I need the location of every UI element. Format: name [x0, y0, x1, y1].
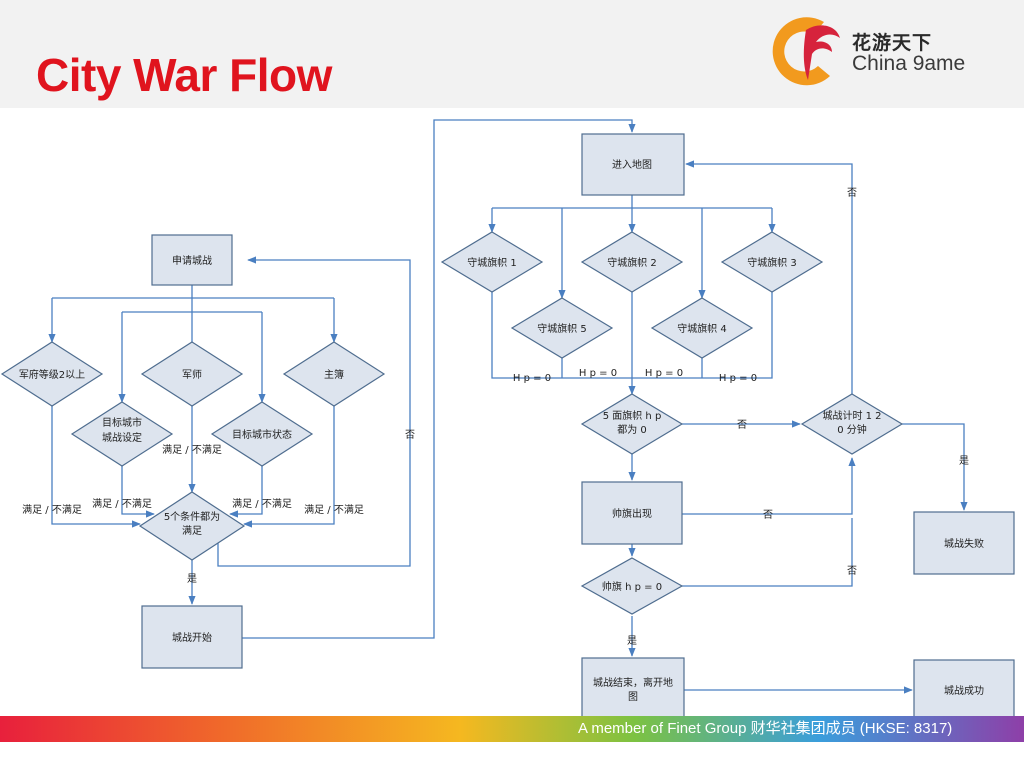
end-label-2: 图: [628, 691, 638, 703]
node-success-box: [913, 659, 1015, 718]
footer-bar: [0, 716, 1024, 742]
node-flag4-diamond: [650, 297, 754, 359]
edge-label-no-timer: 否: [737, 419, 747, 431]
node-five-conditions-diamond: [138, 491, 246, 561]
edge-label-hp0-2: H p = 0: [579, 368, 617, 379]
flag3-label: 守城旗帜 3: [747, 256, 797, 269]
commander-hp-label: 帅旗 h p = 0: [602, 580, 662, 593]
edge-label-lord: 满足 / 不满足: [304, 504, 364, 516]
flag1-label: 守城旗帜 1: [467, 256, 517, 269]
edge-label-target-setting: 满足 / 不满足: [92, 498, 152, 510]
node-texts: 申请城战 军府等级2以上 军师 主簿 目标城市 城战设定 目标城市状态 5个条件…: [19, 158, 984, 703]
node-fail-box: [913, 511, 1015, 575]
flag5-label: 守城旗帜 5: [537, 322, 587, 335]
lord-label: 主簿: [324, 368, 344, 381]
enter-map-label: 进入地图: [612, 158, 652, 171]
connectors: [48, 119, 968, 694]
start-label: 城战开始: [172, 631, 212, 644]
timer-label-1: 城战计时 1 2: [822, 409, 881, 422]
logo-mark-icon: [772, 17, 840, 86]
logo-english-text: China 9ame: [852, 52, 966, 75]
edge-label-no-commander-hp: 否: [847, 565, 857, 577]
success-label: 城战成功: [944, 685, 984, 697]
node-flag3-diamond: [720, 231, 824, 293]
node-advisor-diamond: [140, 341, 244, 407]
flag2-label: 守城旗帜 2: [607, 256, 657, 269]
target-status-label: 目标城市状态: [232, 428, 292, 441]
edge-label-rank: 满足 / 不满足: [22, 504, 82, 516]
five-conditions-label-2: 满足: [182, 525, 202, 537]
node-flag2-diamond: [580, 231, 684, 293]
apply-label: 申请城战: [172, 254, 212, 267]
target-setting-label-2: 城战设定: [102, 431, 142, 444]
fail-label: 城战失败: [944, 537, 984, 550]
node-commander-hp-diamond: [580, 557, 684, 615]
node-flag5-diamond: [510, 297, 614, 359]
edge-labels: 满足 / 不满足 满足 / 不满足 满足 / 不满足 满足 / 不满足 满足 /…: [22, 187, 969, 647]
edge-label-yes-start: 是: [187, 573, 197, 585]
edge-label-no-reenter: 否: [847, 187, 857, 199]
node-enter-map-box: [581, 133, 685, 196]
node-commander-flag-box: [581, 481, 683, 545]
node-start-box: [141, 605, 243, 669]
edge-label-hp0-1: H p = 0: [513, 373, 551, 384]
timer-label-2: 0 分钟: [837, 423, 867, 436]
flag4-label: 守城旗帜 4: [677, 322, 727, 335]
edge-label-yes-fail: 是: [959, 455, 969, 467]
footer-text: A member of Finet Group 财华社集团成员 (HKSE: 8…: [578, 720, 953, 737]
flowchart: 申请城战 军府等级2以上 军师 主簿 目标城市 城战设定 目标城市状态 5个条件…: [0, 119, 1015, 718]
china-game-logo: 花游天下 China 9ame: [758, 10, 988, 94]
edge-label-yes-end: 是: [627, 635, 637, 647]
node-apply-box: [151, 234, 233, 286]
logo-chinese-text: 花游天下: [852, 32, 933, 54]
page-title: City War Flow: [36, 49, 332, 101]
commander-flag-label: 帅旗出现: [612, 507, 652, 520]
node-lord-diamond: [282, 341, 386, 407]
node-target-status-diamond: [210, 401, 314, 467]
end-label-1: 城战结束，离开地: [593, 676, 673, 689]
node-shapes: [0, 133, 1015, 718]
node-flag1-diamond: [440, 231, 544, 293]
node-timer-diamond: [800, 393, 904, 455]
five-flags-label-2: 都为 0: [617, 424, 647, 436]
edge-label-no-reapply: 否: [405, 429, 415, 441]
header: [0, 0, 1024, 108]
target-setting-label-1: 目标城市: [102, 416, 142, 429]
edge-label-no-commander: 否: [763, 509, 773, 521]
edge-label-hp0-4: H p = 0: [719, 373, 757, 384]
advisor-label: 军师: [182, 368, 202, 381]
edge-label-advisor: 满足 / 不满足: [162, 444, 222, 456]
edge-label-hp0-3: H p = 0: [645, 368, 683, 379]
edge-label-target-status: 满足 / 不满足: [232, 498, 292, 510]
node-end-box: [581, 657, 685, 718]
node-rank-diamond: [0, 341, 104, 407]
node-five-flags-diamond: [580, 393, 684, 455]
rank-label: 军府等级2以上: [19, 368, 85, 381]
five-flags-label-1: 5 面旗帜 h p: [603, 409, 662, 422]
node-target-setting-diamond: [70, 401, 174, 467]
five-conditions-label-1: 5个条件都为: [164, 510, 220, 523]
